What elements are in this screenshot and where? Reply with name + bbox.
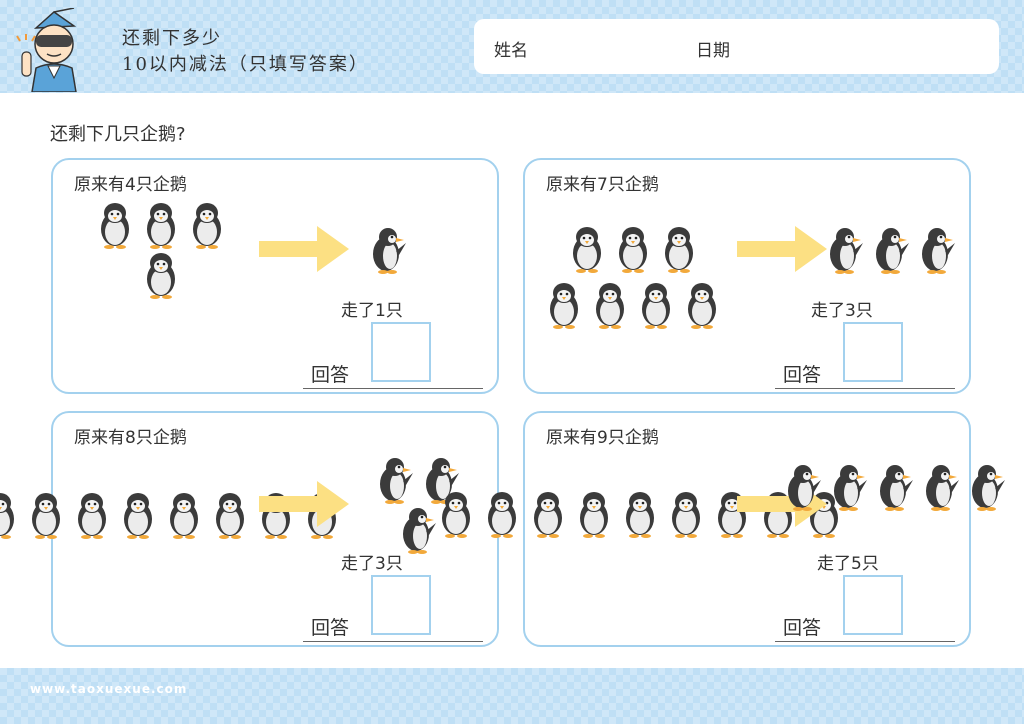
card-title: 原来有4只企鹅 (74, 175, 187, 195)
worksheet-subtitle: 10以内减法（只填写答案） (122, 54, 369, 75)
penguin-icon (642, 283, 670, 329)
penguin-icon (216, 493, 244, 539)
answer-underline (303, 388, 483, 389)
penguin-icon (101, 203, 129, 249)
header-band: 还剩下多少 10以内减法（只填写答案） 姓名 日期 (0, 0, 1024, 93)
penguin-icon (32, 493, 60, 539)
answer-box[interactable] (843, 322, 903, 382)
penguin-icon (442, 492, 470, 538)
arrow-icon (259, 481, 349, 527)
penguin-icon (124, 493, 152, 539)
went-label: 走了3只 (341, 554, 403, 574)
date-label[interactable]: 日期 (696, 41, 730, 61)
problem-card-4: 原来有9只企鹅 走了5只 回答 (442, 411, 1005, 647)
card-title: 原来有8只企鹅 (74, 428, 187, 448)
card-title: 原来有7只企鹅 (546, 175, 659, 195)
penguin-icon (534, 492, 562, 538)
penguin-icon (619, 227, 647, 273)
penguin-walking-icon (403, 508, 436, 554)
went-label: 走了5只 (817, 554, 879, 574)
penguin-icon (193, 203, 221, 249)
arrow-icon (737, 226, 827, 272)
arrow-icon (259, 226, 349, 272)
site-url[interactable]: www.taoxuexue.com (30, 682, 188, 696)
penguin-walking-icon (876, 228, 909, 274)
original-penguins (442, 463, 838, 571)
name-label[interactable]: 姓名 (494, 41, 528, 61)
penguin-icon (488, 492, 516, 538)
answer-box[interactable] (371, 575, 431, 635)
answer-underline (775, 641, 955, 642)
card-title: 原来有9只企鹅 (546, 428, 659, 448)
name-date-box: 姓名 日期 (474, 19, 999, 74)
answer-label: 回答 (783, 364, 822, 386)
answer-underline (775, 388, 955, 389)
answer-label: 回答 (311, 364, 350, 386)
answer-box[interactable] (371, 322, 431, 382)
went-label: 走了1只 (341, 301, 403, 321)
leaving-penguins (821, 222, 961, 278)
leaving-penguins (343, 222, 433, 278)
original-penguins (0, 465, 336, 571)
footer-band: www.taoxuexue.com (0, 668, 1024, 724)
question-text: 还剩下几只企鹅? (50, 124, 186, 145)
original-penguins (71, 203, 251, 299)
answer-label: 回答 (783, 617, 822, 639)
penguin-icon (665, 227, 693, 273)
penguin-walking-icon (834, 465, 867, 511)
penguin-walking-icon (830, 228, 863, 274)
leaving-penguins (353, 458, 483, 554)
penguin-walking-icon (373, 228, 406, 274)
penguin-icon (170, 493, 198, 539)
penguin-icon (688, 283, 716, 329)
leaving-penguins (788, 439, 1005, 541)
answer-box[interactable] (843, 575, 903, 635)
penguin-walking-icon (426, 458, 459, 504)
original-penguins (543, 222, 723, 338)
penguin-walking-icon (880, 465, 913, 511)
penguin-walking-icon (788, 465, 821, 511)
penguin-icon (147, 253, 175, 299)
problem-card-3: 原来有8只企鹅 走了3只 回答 (0, 411, 499, 647)
penguin-walking-icon (380, 458, 413, 504)
penguin-icon (147, 203, 175, 249)
penguin-icon (78, 493, 106, 539)
penguin-icon (626, 492, 654, 538)
penguin-walking-icon (926, 465, 959, 511)
went-label: 走了3只 (811, 301, 873, 321)
penguin-walking-icon (972, 465, 1005, 511)
problem-card-2: 原来有7只企鹅 走了3只 回答 (523, 158, 971, 394)
mascot-icon (16, 8, 77, 92)
penguin-walking-icon (922, 228, 955, 274)
penguin-icon (0, 493, 14, 539)
penguin-icon (596, 283, 624, 329)
penguin-icon (573, 227, 601, 273)
penguin-icon (672, 492, 700, 538)
worksheet-title: 还剩下多少 (122, 28, 222, 49)
penguin-icon (550, 283, 578, 329)
problem-card-1: 原来有4只企鹅 走了1只 回答 (51, 158, 499, 394)
answer-label: 回答 (311, 617, 350, 639)
answer-underline (303, 641, 483, 642)
penguin-icon (580, 492, 608, 538)
